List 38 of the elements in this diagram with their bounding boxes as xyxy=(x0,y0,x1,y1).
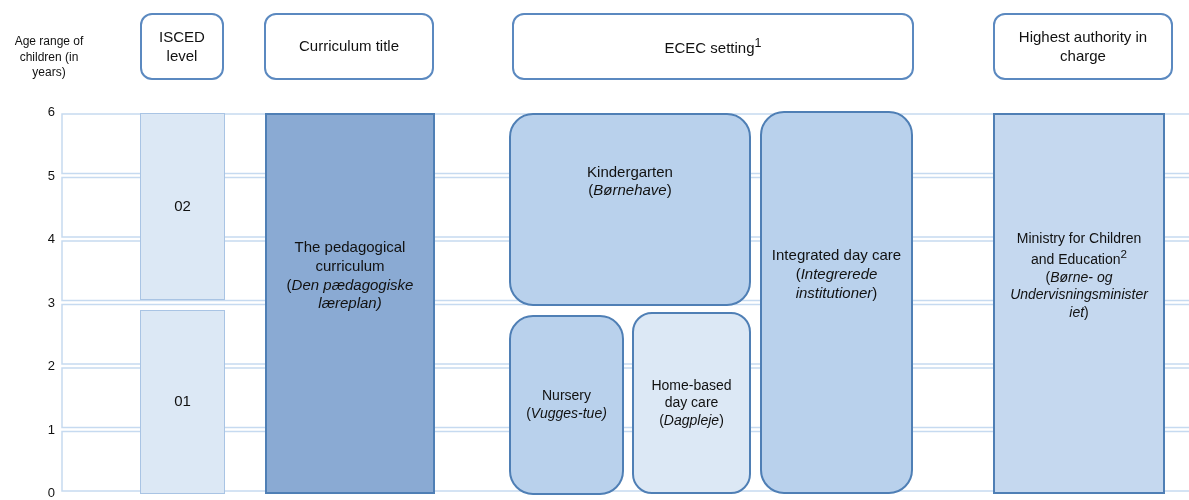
axis-tick-label: 6 xyxy=(46,104,55,119)
column-header-text: ECEC setting$^{1}$ xyxy=(664,35,762,58)
box-label: Kindergarten xyxy=(587,162,673,182)
box-label: (Den pædagogiske læreplan) xyxy=(285,275,415,313)
isced-level-bar xyxy=(140,309,225,494)
box-label: Integrated day care xyxy=(771,246,902,266)
column-header-box xyxy=(512,13,914,80)
authority-bar xyxy=(993,113,1165,494)
box-label: (Vugges-tue) xyxy=(526,404,607,423)
axis-tick-label: 1 xyxy=(46,421,55,437)
column-header-box xyxy=(140,13,224,80)
column-header-box xyxy=(264,13,434,80)
box-label: 02 xyxy=(174,196,191,216)
axis-tick-label: 3 xyxy=(46,294,55,310)
column-header-box xyxy=(993,13,1173,80)
box-label: (Dagpleje) xyxy=(659,411,724,429)
box-label: Home-based day care xyxy=(650,376,733,412)
box-label: (Børne- og Undervisningsministeriet) xyxy=(1009,268,1149,322)
column-header-text: Highest authority in charge xyxy=(1017,27,1149,66)
curriculum-bar xyxy=(265,113,435,494)
setting-box xyxy=(632,311,751,494)
box-label: The pedagogical curriculum xyxy=(293,238,407,276)
axis-tick-label: 5 xyxy=(46,167,55,183)
box-label: Nursery xyxy=(542,387,591,405)
box-label: (Integrerede institutioner) xyxy=(794,265,879,303)
axis-title: Age range of children (in years) xyxy=(13,34,85,81)
box-label: Ministry for Children and Education$^{2}$ xyxy=(1015,229,1143,269)
box-label: 01 xyxy=(174,392,191,412)
axis-tick-label: 0 xyxy=(46,485,55,500)
column-header-text: ISCED level xyxy=(158,27,206,66)
setting-box xyxy=(509,314,624,495)
isced-level-bar xyxy=(140,113,225,300)
column-header-text: Curriculum title xyxy=(299,37,399,56)
box-label: (Børnehave) xyxy=(588,181,672,200)
setting-box xyxy=(509,113,751,306)
axis-tick-label: 4 xyxy=(46,231,55,246)
axis-tick-label: 2 xyxy=(46,358,55,373)
setting-box xyxy=(760,111,913,494)
